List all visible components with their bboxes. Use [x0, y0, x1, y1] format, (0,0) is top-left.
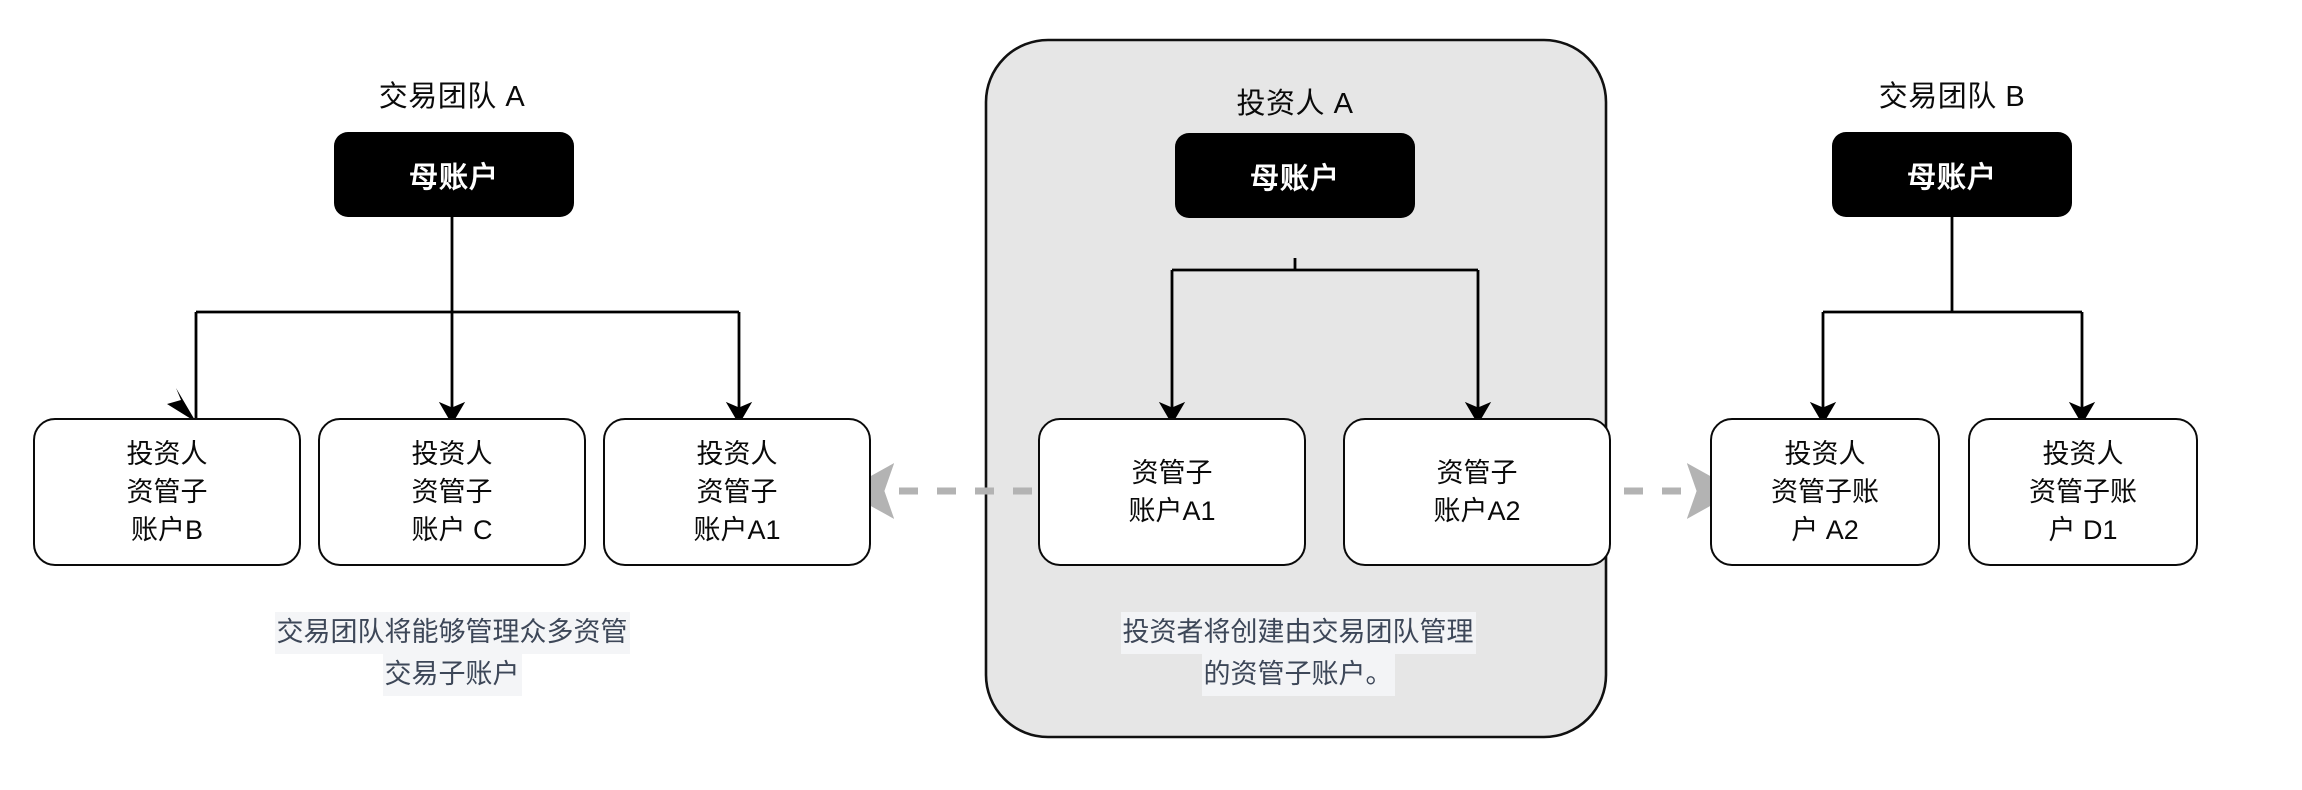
sub-account-line: 账户B: [130, 515, 203, 546]
parent-account-box-investor-a[interactable]: 母账户: [1175, 133, 1415, 218]
connectors-trading-team-b: [1809, 217, 2096, 425]
sub-account-box-mid-a1[interactable]: 资管子 账户A1: [1038, 418, 1306, 566]
sub-account-line: 资管子: [1131, 457, 1213, 488]
sub-account-line: 投资人: [696, 438, 778, 469]
parent-account-box-trading-team-b[interactable]: 母账户: [1832, 132, 2072, 217]
sub-account-line: 投资人: [126, 438, 208, 469]
arrowhead-a-1: [167, 388, 196, 422]
sub-account-line: 资管子: [126, 476, 208, 507]
sub-account-line: 资管子: [411, 476, 493, 507]
sub-account-line: 投资人: [2042, 438, 2124, 469]
caption-line: 交易子账户: [382, 653, 522, 696]
sub-account-line: 资管子账: [2029, 476, 2137, 507]
sub-account-line: 资管子账: [1771, 476, 1879, 507]
sub-account-line: 投资人: [411, 438, 493, 469]
group-title-investor-a: 投资人 A: [1236, 88, 1354, 120]
sub-account-box-right-d1[interactable]: 投资人 资管子账 户 D1: [1968, 418, 2198, 566]
sub-account-box-child-b[interactable]: 投资人 资管子 账户B: [33, 418, 301, 566]
connectors-trading-team-a: [194, 217, 753, 425]
caption-investor-a: 投资者将创建由交易团队管理 的资管子账户。: [1013, 612, 1583, 696]
sub-account-box-right-a2[interactable]: 投资人 资管子账 户 A2: [1710, 418, 1940, 566]
sub-account-line: 资管子: [1436, 457, 1518, 488]
sub-account-line: 户 D1: [2048, 515, 2118, 546]
caption-trading-team-a: 交易团队将能够管理众多资管 交易子账户: [132, 612, 772, 696]
sub-account-line: 账户 C: [411, 515, 493, 546]
sub-account-line: 资管子: [696, 476, 778, 507]
connectors-investor-a: [1158, 258, 1492, 425]
caption-line: 交易团队将能够管理众多资管: [274, 612, 630, 654]
sub-account-line: 账户A1: [693, 515, 781, 546]
sub-account-line: 账户A2: [1433, 496, 1521, 526]
caption-line: 的资管子账户。: [1201, 653, 1395, 696]
sub-account-box-child-a1[interactable]: 投资人 资管子 账户A1: [603, 418, 871, 566]
sub-account-box-child-c[interactable]: 投资人 资管子 账户 C: [318, 418, 586, 566]
group-title-trading-team-a: 交易团队 A: [378, 81, 526, 113]
group-title-trading-team-b: 交易团队 B: [1878, 81, 2026, 113]
sub-account-line: 投资人: [1784, 438, 1866, 469]
sub-account-line: 账户A1: [1128, 496, 1216, 526]
sub-account-box-mid-a2[interactable]: 资管子 账户A2: [1343, 418, 1611, 566]
caption-line: 投资者将创建由交易团队管理: [1120, 612, 1476, 654]
sub-account-line: 户 A2: [1791, 515, 1859, 546]
parent-account-box-trading-team-a[interactable]: 母账户: [334, 132, 574, 217]
